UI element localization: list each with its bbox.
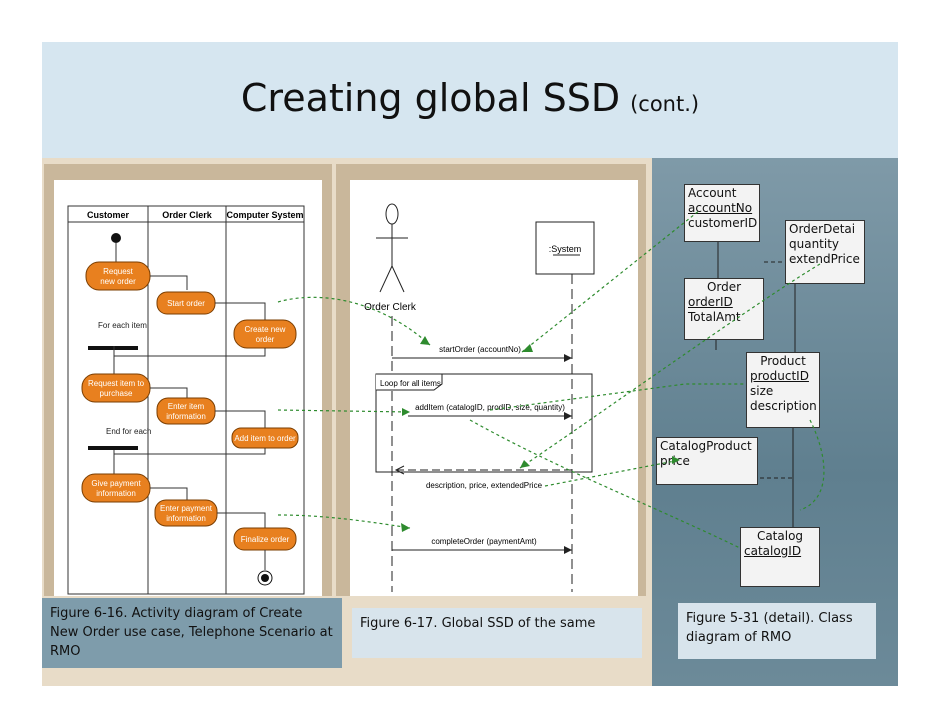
end-node (257, 570, 273, 586)
label-end-for-each: End for each (106, 427, 151, 436)
svg-text:Request item to: Request item to (88, 379, 145, 388)
svg-text:description, price, extendedPr: description, price, extendedPrice (426, 481, 543, 490)
caption-figure-5-31: Figure 5-31 (detail). Class diagram of R… (678, 603, 876, 659)
activity-diagram-svg: Customer Order Clerk Computer System Req… (67, 205, 305, 595)
slide-title-sub: (cont.) (630, 92, 700, 116)
fork-bar-1 (88, 346, 138, 350)
loop-label: Loop for all items (380, 379, 441, 388)
svg-text:addItem (catalogID, prodID, si: addItem (catalogID, prodID, size, quanti… (415, 403, 565, 412)
lane-order-clerk: Order Clerk (162, 210, 213, 220)
svg-text:Give payment: Give payment (91, 479, 141, 488)
svg-text:Start order: Start order (167, 299, 205, 308)
caption-figure-6-17: Figure 6-17. Global SSD of the same (352, 608, 642, 658)
svg-text:Add item to order: Add item to order (234, 434, 296, 443)
actor-label: Order Clerk (364, 302, 417, 313)
title-band: Creating global SSD (cont.) (42, 42, 898, 158)
class-account: Account accountNo customerID (684, 184, 760, 242)
start-node (111, 233, 121, 243)
system-label: :System (549, 244, 582, 254)
svg-text:Enter payment: Enter payment (160, 504, 213, 513)
lane-customer: Customer (87, 210, 130, 220)
slide-title: Creating global SSD (cont.) (42, 76, 898, 120)
class-order: Order orderID TotalAmt (684, 278, 764, 340)
svg-text:completeOrder (paymentAmt): completeOrder (paymentAmt) (431, 537, 537, 546)
class-catalog: Catalog catalogID (740, 527, 820, 587)
label-for-each-item: For each item (98, 321, 147, 330)
activity-diagram: Customer Order Clerk Computer System Req… (54, 180, 322, 596)
svg-text:information: information (96, 489, 136, 498)
svg-text:Enter item: Enter item (168, 402, 205, 411)
lane-computer-system: Computer System (226, 210, 303, 220)
fork-bar-2 (88, 446, 138, 450)
actor-head (385, 203, 399, 225)
svg-text:information: information (166, 514, 206, 523)
class-product: Product productID size description (746, 352, 820, 428)
class-orderdetail: OrderDetai quantity extendPrice (785, 220, 865, 284)
svg-text:new order: new order (100, 277, 136, 286)
svg-text:Create new: Create new (245, 325, 286, 334)
slide-title-main: Creating global SSD (240, 76, 621, 120)
svg-text:purchase: purchase (100, 389, 133, 398)
class-catalogproduct: CatalogProduct price (656, 437, 758, 485)
caption-figure-6-16: Figure 6-16. Activity diagram of Create … (42, 598, 342, 668)
svg-text:Finalize order: Finalize order (241, 535, 290, 544)
svg-text:order: order (256, 335, 275, 344)
ssd-diagram: Order Clerk :System startOrder (accountN… (350, 180, 638, 596)
svg-text:startOrder (accountNo): startOrder (accountNo) (439, 345, 521, 354)
svg-text:information: information (166, 412, 206, 421)
ssd-svg: Order Clerk :System startOrder (accountN… (364, 203, 595, 592)
svg-text:Request: Request (103, 267, 134, 276)
